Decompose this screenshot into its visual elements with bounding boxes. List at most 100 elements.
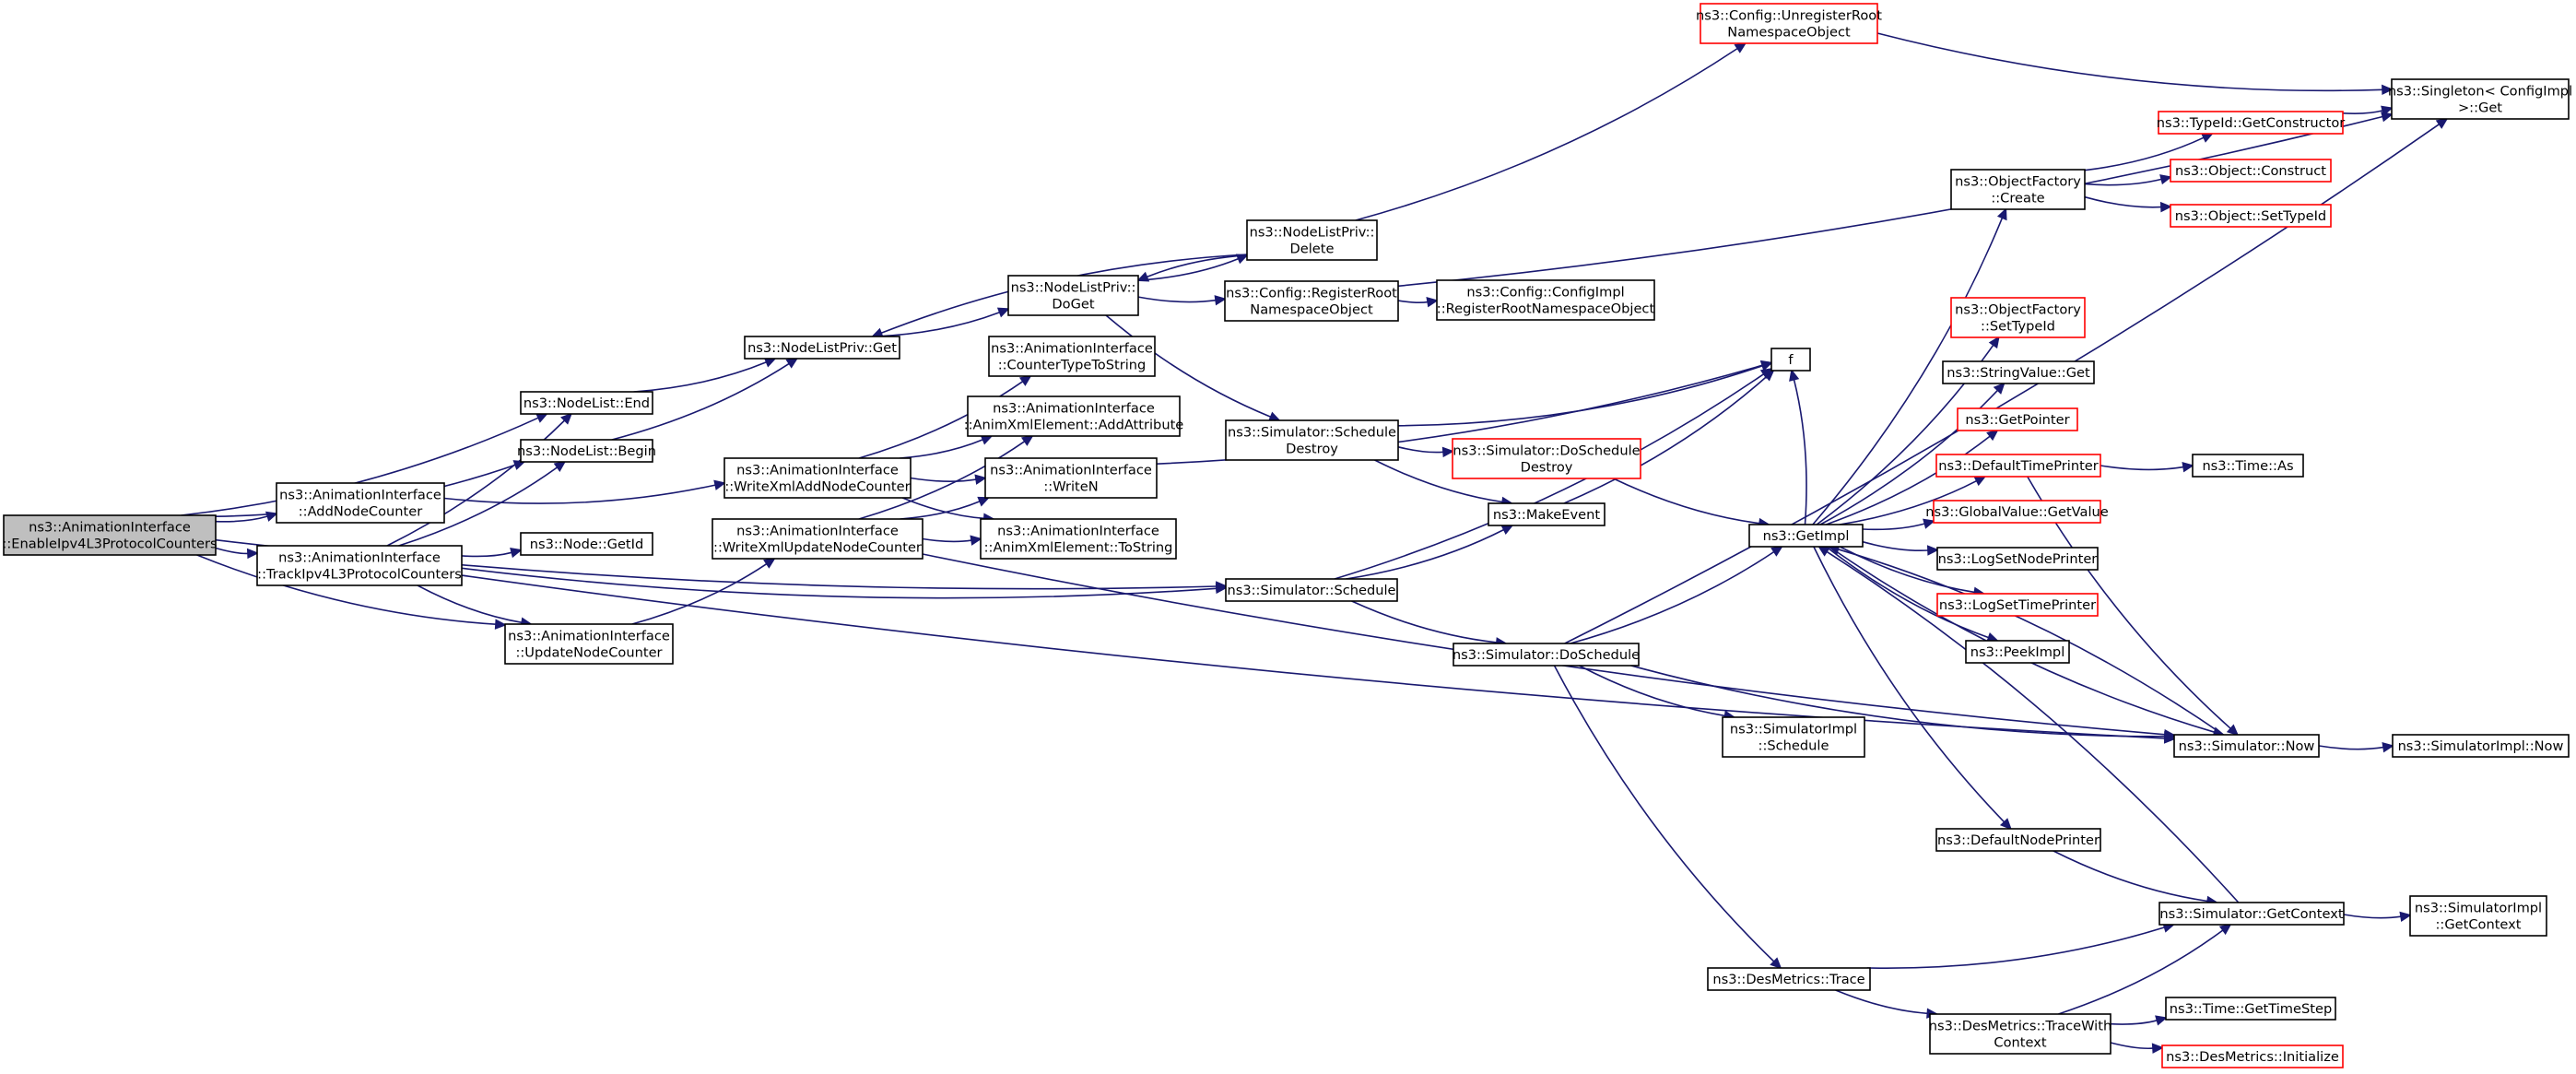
edge-line: [631, 562, 768, 625]
edge-defaultTimePrinter-to-timeAs: [2100, 462, 2194, 473]
node-box: [2170, 204, 2332, 228]
node-addAttribute[interactable]: ns3::AnimationInterface::AnimXmlElement:…: [964, 395, 1184, 437]
node-writeXmlAdd[interactable]: ns3::AnimationInterface::WriteXmlAddNode…: [723, 457, 912, 499]
edge-arrowhead: [2200, 133, 2214, 143]
edge-updateNodeCounter-to-writeXmlUpdate: [631, 557, 776, 625]
node-logSetNodePrinter[interactable]: ns3::LogSetNodePrinter: [1936, 547, 2099, 571]
node-simSchedule[interactable]: ns3::Simulator::Schedule: [1225, 578, 1398, 602]
node-label: ns3::DesMetrics::Trace: [1712, 972, 1864, 987]
node-defaultTimePrinter[interactable]: ns3::DefaultTimePrinter: [1935, 454, 2101, 478]
node-label: NamespaceObject: [1727, 25, 1851, 41]
node-box: [1224, 280, 1399, 322]
node-enable: ns3::AnimationInterface::EnableIpv4L3Pro…: [2, 514, 218, 556]
node-unregisterRoot[interactable]: ns3::Config::UnregisterRootNamespaceObje…: [1696, 3, 1882, 44]
node-toString[interactable]: ns3::AnimationInterface::AnimXmlElement:…: [980, 518, 1177, 560]
edge-line: [858, 381, 1024, 459]
node-updateNodeCounter[interactable]: ns3::AnimationInterface::UpdateNodeCount…: [504, 623, 674, 665]
edge-arrowhead: [1988, 336, 2000, 349]
node-globalValueGet[interactable]: ns3::GlobalValue::GetValue: [1925, 500, 2109, 524]
edge-arrowhead: [1215, 583, 1228, 595]
node-simImplNow[interactable]: ns3::SimulatorImpl::Now: [2392, 734, 2570, 758]
node-fNode[interactable]: f: [1770, 348, 1811, 372]
node-label: ::SetTypeId: [1981, 319, 2055, 335]
edge-line: [1813, 546, 2006, 823]
node-box: [2409, 895, 2547, 937]
edge-simGetContext-to-simImplGetContext: [2343, 911, 2412, 923]
node-counterTypeToString[interactable]: ns3::AnimationInterface::CounterTypeToSt…: [988, 336, 1156, 377]
node-label: ns3::AnimationInterface: [993, 401, 1155, 417]
node-getConstructor[interactable]: ns3::TypeId::GetConstructor: [2157, 111, 2346, 135]
edge-defaultNodePrinter-to-simGetContext: [2053, 850, 2219, 907]
node-simGetContext[interactable]: ns3::Simulator::GetContext: [2158, 902, 2345, 926]
node-label: ns3::SimulatorImpl::Now: [2398, 738, 2564, 754]
node-desTrace[interactable]: ns3::DesMetrics::Trace: [1707, 967, 1871, 991]
edge-writeXmlUpdate-to-toString: [922, 535, 982, 546]
edge-doSchedule-to-getImpl: [1570, 545, 1783, 644]
node-label: ns3::Object::Construct: [2175, 163, 2326, 179]
edge-line: [2343, 914, 2402, 919]
node-logSetTimePrinter[interactable]: ns3::LogSetTimePrinter: [1936, 593, 2099, 617]
node-label: ::AnimXmlElement::ToString: [984, 540, 1173, 556]
edge-getImpl-to-getPointer: [1826, 429, 1999, 525]
node-objSetTypeId[interactable]: ns3::Object::SetTypeId: [2170, 204, 2332, 228]
node-desInitialize[interactable]: ns3::DesMetrics::Initialize: [2161, 1044, 2344, 1068]
node-simImplSchedule[interactable]: ns3::SimulatorImpl::Schedule: [1722, 716, 1865, 758]
edge-arrowhead: [713, 479, 726, 490]
node-objFactoryCreate[interactable]: ns3::ObjectFactory::Create: [1950, 169, 2086, 210]
edge-arrowhead: [2226, 724, 2240, 737]
node-label: ns3::AnimationInterface: [997, 524, 1159, 539]
node-timeGetTimeStep[interactable]: ns3::Time::GetTimeStep: [2165, 997, 2336, 1021]
node-doGet[interactable]: ns3::NodeListPriv::DoGet: [1007, 275, 1139, 316]
node-peekImpl[interactable]: ns3::PeekImpl: [1965, 640, 2070, 664]
node-simImplGetContext[interactable]: ns3::SimulatorImpl::GetContext: [2409, 895, 2547, 937]
node-doSchedule[interactable]: ns3::Simulator::DoSchedule: [1453, 643, 1640, 667]
edge-line: [1835, 989, 1928, 1015]
node-box: [520, 532, 653, 556]
node-makeEvent[interactable]: ns3::MakeEvent: [1488, 502, 1606, 526]
edge-arrowhead: [2381, 105, 2394, 116]
node-simNow[interactable]: ns3::Simulator::Now: [2173, 734, 2320, 758]
node-label: ns3::GetPointer: [1965, 412, 2069, 428]
edge-arrowhead: [970, 535, 982, 546]
node-nodeListEnd[interactable]: ns3::NodeList::End: [520, 391, 653, 415]
node-box: [1950, 297, 2086, 338]
node-nodeListBegin[interactable]: ns3::NodeList::Begin: [517, 439, 656, 463]
edge-addNodeCounter-to-writeXmlAdd: [443, 479, 726, 504]
edge-line: [1862, 523, 1925, 531]
node-label: ns3::Singleton< ConfigImpl: [2388, 84, 2572, 100]
node-nodeGetId[interactable]: ns3::Node::GetId: [520, 532, 653, 556]
node-nodeListPrivGet[interactable]: ns3::NodeListPriv::Get: [744, 336, 900, 360]
node-registerRoot[interactable]: ns3::Config::RegisterRootNamespaceObject: [1224, 280, 1399, 322]
node-writeXmlUpdate[interactable]: ns3::AnimationInterface::WriteXmlUpdateN…: [712, 518, 923, 560]
edge-line: [1876, 32, 2383, 92]
edge-doSchedule-to-simImplSchedule: [1579, 665, 1736, 721]
node-stringValueGet[interactable]: ns3::StringValue::Get: [1942, 360, 2095, 384]
node-label: ::WriteXmlAddNodeCounter: [724, 479, 910, 495]
node-factorySetTypeId[interactable]: ns3::ObjectFactory::SetTypeId: [1950, 297, 2086, 338]
node-box: [1722, 716, 1865, 758]
edge-line: [1146, 254, 1248, 278]
node-timeAs[interactable]: ns3::Time::As: [2192, 454, 2304, 478]
edge-line: [1862, 540, 1929, 552]
node-writeN[interactable]: ns3::AnimationInterface::WriteN: [984, 457, 1158, 499]
node-singletonGet[interactable]: ns3::Singleton< ConfigImpl >::Get: [2388, 78, 2572, 120]
node-configImplRegister[interactable]: ns3::Config::ConfigImpl::RegisterRootNam…: [1436, 279, 1655, 321]
edge-writeXmlAdd-to-counterTypeToString: [858, 374, 1032, 459]
node-label: ns3::StringValue::Get: [1947, 365, 2090, 381]
node-nlpDelete[interactable]: ns3::NodeListPriv::Delete: [1246, 219, 1378, 261]
node-getImpl[interactable]: ns3::GetImpl: [1748, 524, 1864, 548]
edge-objFactoryCreate-to-objSetTypeId: [2084, 195, 2172, 213]
edge-registerRoot-to-configImplRegister: [1397, 296, 1439, 308]
edge-arrowhead: [1973, 476, 1987, 487]
node-objConstruct[interactable]: ns3::Object::Construct: [2170, 159, 2332, 183]
node-label: ns3::Config::ConfigImpl: [1466, 285, 1624, 301]
node-getPointer[interactable]: ns3::GetPointer: [1957, 407, 2078, 431]
node-trackIpv4[interactable]: ns3::AnimationInterface::TrackIpv4L3Prot…: [256, 545, 463, 586]
node-defaultNodePrinter[interactable]: ns3::DefaultNodePrinter: [1935, 828, 2101, 852]
node-label: ns3::NodeListPriv::Get: [747, 340, 897, 356]
node-box: [2161, 1044, 2344, 1068]
node-addNodeCounter[interactable]: ns3::AnimationInterface::AddNodeCounter: [276, 482, 445, 524]
